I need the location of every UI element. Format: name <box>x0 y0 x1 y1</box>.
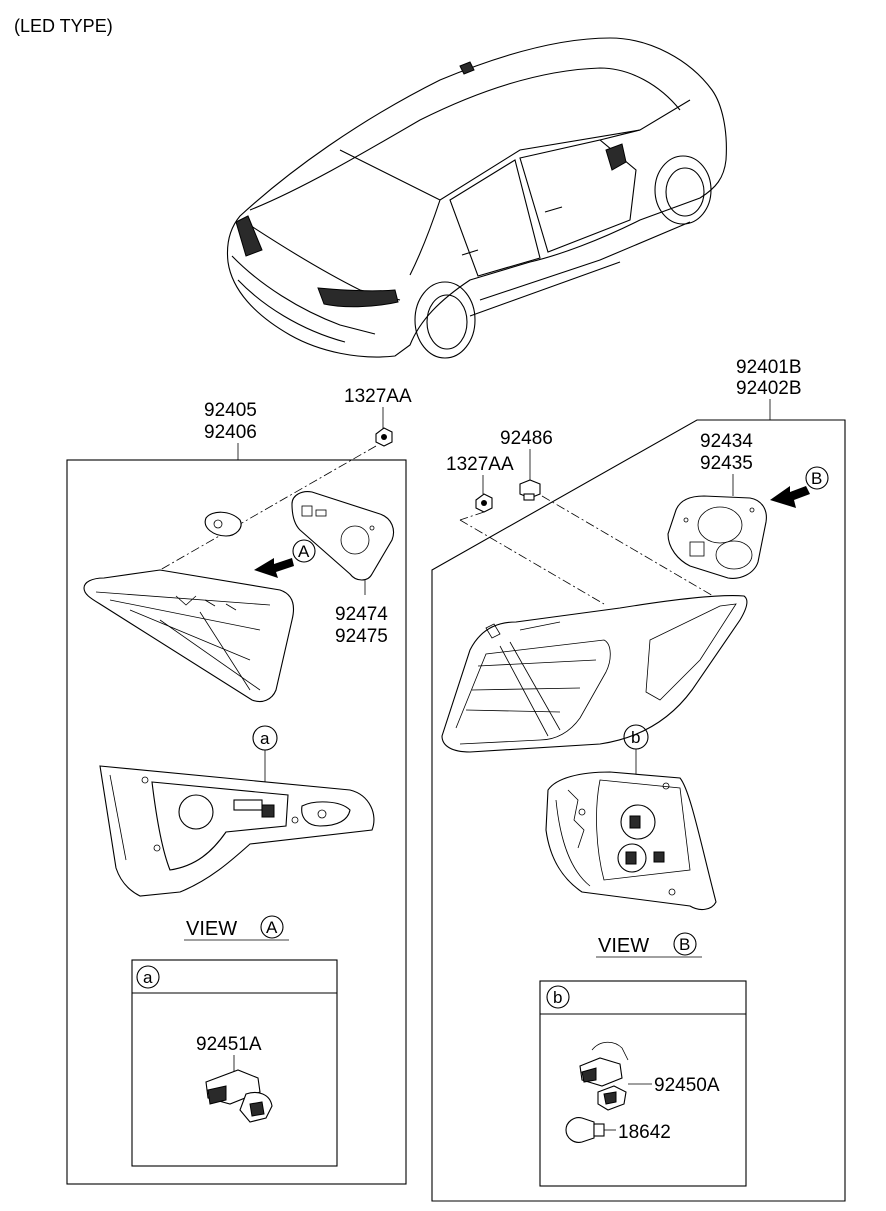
bubble-b-letter: b <box>631 728 640 747</box>
diagram-title: (LED TYPE) <box>14 16 113 36</box>
label-92475: 92475 <box>335 626 388 647</box>
view-a-arrow: A <box>254 539 316 578</box>
socket-92451A <box>205 1069 273 1123</box>
view-a-caption: VIEW A <box>184 915 289 941</box>
outer-lamp-rear-view <box>545 771 717 911</box>
inner-tail-lamp-group: 92405 92406 1327AA 92474 92475 <box>66 386 412 1185</box>
inner-tail-lamp <box>83 569 295 703</box>
detail-box-b: b 92450A 18642 <box>539 980 747 1187</box>
view-a-arrow-letter: A <box>298 542 310 561</box>
label-92406: 92406 <box>204 422 257 443</box>
car-illustration <box>226 37 727 359</box>
pad-part <box>204 511 242 537</box>
nut-part-right <box>475 493 493 513</box>
label-92402B: 92402B <box>736 378 802 399</box>
label-92450A: 92450A <box>654 1075 720 1096</box>
view-b-letter: B <box>679 935 690 954</box>
gasket-92434 <box>667 495 767 579</box>
gasket-92474 <box>291 491 395 581</box>
label-92401B: 92401B <box>736 357 802 378</box>
bubble-a-letter: a <box>260 729 270 748</box>
inner-lamp-rear-view <box>99 765 375 897</box>
label-92474: 92474 <box>335 604 388 625</box>
label-92486: 92486 <box>500 428 553 449</box>
view-b-caption: VIEW B <box>596 932 702 958</box>
label-1327AA-left: 1327AA <box>344 386 412 407</box>
detail-b-letter: b <box>553 988 562 1007</box>
label-18642: 18642 <box>618 1122 671 1143</box>
detail-box-a: a 92451A <box>131 959 338 1167</box>
label-92435: 92435 <box>700 453 753 474</box>
view-b-text: VIEW <box>598 935 649 957</box>
bulb-18642 <box>565 1117 605 1143</box>
outer-tail-lamp-group: 92401B 92402B 92486 1327AA 92434 92435 <box>431 357 846 1202</box>
view-a-text: VIEW <box>186 918 237 940</box>
view-b-arrow: B <box>770 466 829 508</box>
label-92434: 92434 <box>700 431 753 452</box>
outer-lamp-box <box>431 419 846 1202</box>
label-92405: 92405 <box>204 400 257 421</box>
bolt-92486 <box>519 479 541 501</box>
socket-92450A <box>579 1041 629 1111</box>
label-1327AA-right: 1327AA <box>446 454 514 475</box>
view-a-letter: A <box>266 918 278 937</box>
outer-tail-lamp <box>441 595 748 753</box>
view-b-arrow-letter: B <box>811 469 822 488</box>
nut-part-left <box>375 427 393 447</box>
label-92451A: 92451A <box>196 1034 262 1055</box>
inner-lamp-box <box>66 459 407 1185</box>
detail-a-letter: a <box>143 968 153 987</box>
